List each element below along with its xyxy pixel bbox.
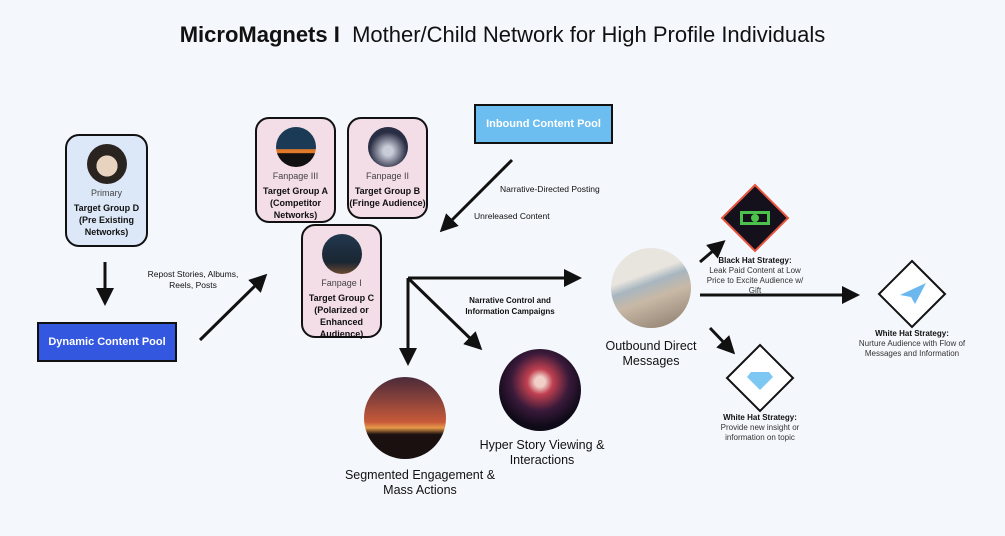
fanpage-group: Target Group A (Competitor Networks): [263, 186, 328, 220]
primary-avatar: [86, 144, 127, 184]
arrow-to-black-hat: [699, 240, 726, 264]
paper-plane-icon: [900, 283, 926, 304]
outbound-label: Outbound Direct Messages: [605, 339, 697, 368]
primary-card[interactable]: Primary Target Group D (Pre Existing Net…: [65, 134, 148, 247]
fanpage-iii-avatar: [275, 127, 316, 167]
unreleased-label: Unreleased Content: [474, 211, 550, 221]
narrative-control-label: Narrative Control and Information Campai…: [465, 296, 555, 316]
fanpage-group: Target Group C (Polarized or Enhanced Au…: [308, 293, 375, 339]
fanpage-i-card[interactable]: Fanpage I Target Group C (Polarized or E…: [301, 224, 382, 339]
hyper-label: Hyper Story Viewing & Interactions: [479, 438, 605, 467]
hyper-photo: [499, 349, 581, 431]
narrative-posting-label: Narrative-Directed Posting: [500, 184, 600, 194]
primary-group: Target Group D (Pre Existing Networks): [73, 203, 140, 237]
fanpage-i-avatar: [321, 234, 362, 274]
fanpage-label: Fanpage I: [321, 278, 362, 288]
fanpage-label: Fanpage II: [365, 171, 410, 181]
diamond-gem-icon: [747, 372, 773, 390]
segmented-photo: [364, 377, 446, 459]
fanpage-group: Target Group B (Fringe Audience): [349, 186, 426, 208]
white-hat-insight-text: White Hat Strategy:Provide new insight o…: [720, 413, 800, 442]
fanpage-ii-card[interactable]: Fanpage II Target Group B (Fringe Audien…: [347, 117, 428, 219]
arrow-to-white-hat-insight: [708, 326, 736, 355]
primary-label: Primary: [91, 188, 122, 198]
arrow-dynamic-to-fanpages: [198, 273, 268, 342]
inbound-content-pool[interactable]: Inbound Content Pool: [474, 104, 613, 144]
black-hat-strategy-text: Black Hat Strategy:Leak Paid Content at …: [706, 256, 804, 295]
arrow-inbound-to-fanpages: [439, 158, 514, 233]
repost-label: Repost Stories, Albums, Reels, Posts: [147, 269, 239, 290]
page-title: MicroMagnets I Mother/Child Network for …: [179, 22, 826, 47]
dynamic-content-pool[interactable]: Dynamic Content Pool: [37, 322, 177, 362]
fanpage-label: Fanpage III: [272, 171, 319, 181]
white-hat-nurture-text: White Hat Strategy:Nurture Audience with…: [858, 329, 966, 358]
money-icon: [740, 211, 770, 225]
fanpage-ii-avatar: [367, 127, 408, 167]
arrow-to-hyper: [406, 276, 483, 351]
segmented-label: Segmented Engagement & Mass Actions: [344, 468, 496, 497]
outbound-photo: [611, 248, 691, 328]
fanpage-iii-card[interactable]: Fanpage III Target Group A (Competitor N…: [255, 117, 336, 223]
